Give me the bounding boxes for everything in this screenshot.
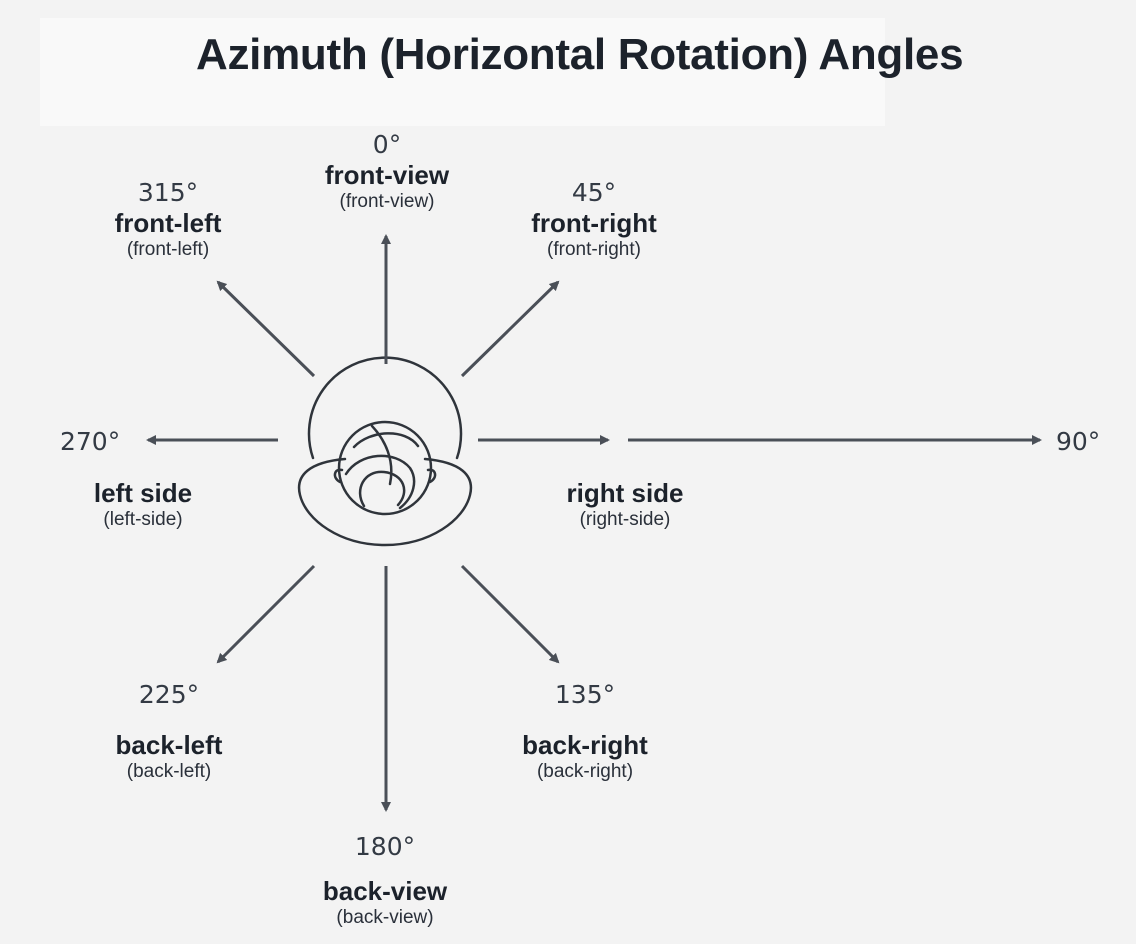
arrow-front-right	[460, 280, 560, 378]
angle-front-right: 45°	[571, 178, 617, 207]
arrow-back-right	[460, 564, 560, 664]
page-title: Azimuth (Horizontal Rotation) Angles	[196, 30, 964, 79]
code-right: (right-side)	[579, 509, 671, 530]
left-ear	[333, 468, 344, 484]
code-front: (front-view)	[339, 191, 435, 212]
hair-curve-2	[344, 454, 416, 510]
shoulders-outline	[297, 457, 473, 547]
label-back-right: 135° back-right (back-right)	[522, 680, 648, 784]
label-front-left: 315° front-left (front-left)	[115, 178, 222, 262]
right-ear	[426, 468, 437, 484]
angle-back-left: 225°	[138, 680, 200, 709]
name-back-left: back-left	[115, 730, 223, 760]
hair-curve-4	[370, 424, 393, 486]
code-left: (left-side)	[103, 509, 183, 530]
name-front-left: front-left	[114, 208, 222, 238]
label-back-left: 225° back-left (back-left)	[116, 680, 223, 784]
label-front-right: 45° front-right (front-right)	[531, 178, 657, 262]
angle-back: 180°	[354, 832, 416, 861]
name-right: right side	[566, 478, 684, 508]
code-front-left: (front-left)	[126, 239, 210, 260]
label-right: right side (right-side)	[566, 478, 683, 532]
name-back-right: back-right	[522, 730, 648, 760]
label-front: 0° front-view (front-view)	[325, 130, 449, 214]
arrow-back-left	[216, 564, 316, 664]
label-left: left side (left-side)	[94, 478, 192, 532]
code-back-right: (back-right)	[536, 761, 634, 782]
head-top-view-icon	[297, 356, 473, 547]
arrow-front-left	[216, 280, 316, 378]
code-back: (back-view)	[336, 907, 434, 928]
name-left: left side	[93, 478, 193, 508]
code-back-left: (back-left)	[126, 761, 212, 782]
name-front: front-view	[324, 160, 450, 190]
angle-left: 270°	[60, 427, 121, 456]
angle-front-left: 315°	[137, 178, 199, 207]
hair-curve-1	[352, 432, 420, 449]
angle-front: 0°	[372, 130, 402, 159]
label-back: 180° back-view (back-view)	[323, 832, 447, 930]
code-front-right: (front-right)	[547, 239, 641, 260]
angle-right: 90°	[1056, 427, 1101, 456]
name-back: back-view	[322, 876, 448, 906]
angle-back-right: 135°	[554, 680, 616, 709]
title-background	[40, 18, 885, 126]
hair-curve-3	[358, 470, 406, 508]
head-circle	[337, 420, 433, 516]
name-front-right: front-right	[531, 208, 657, 238]
